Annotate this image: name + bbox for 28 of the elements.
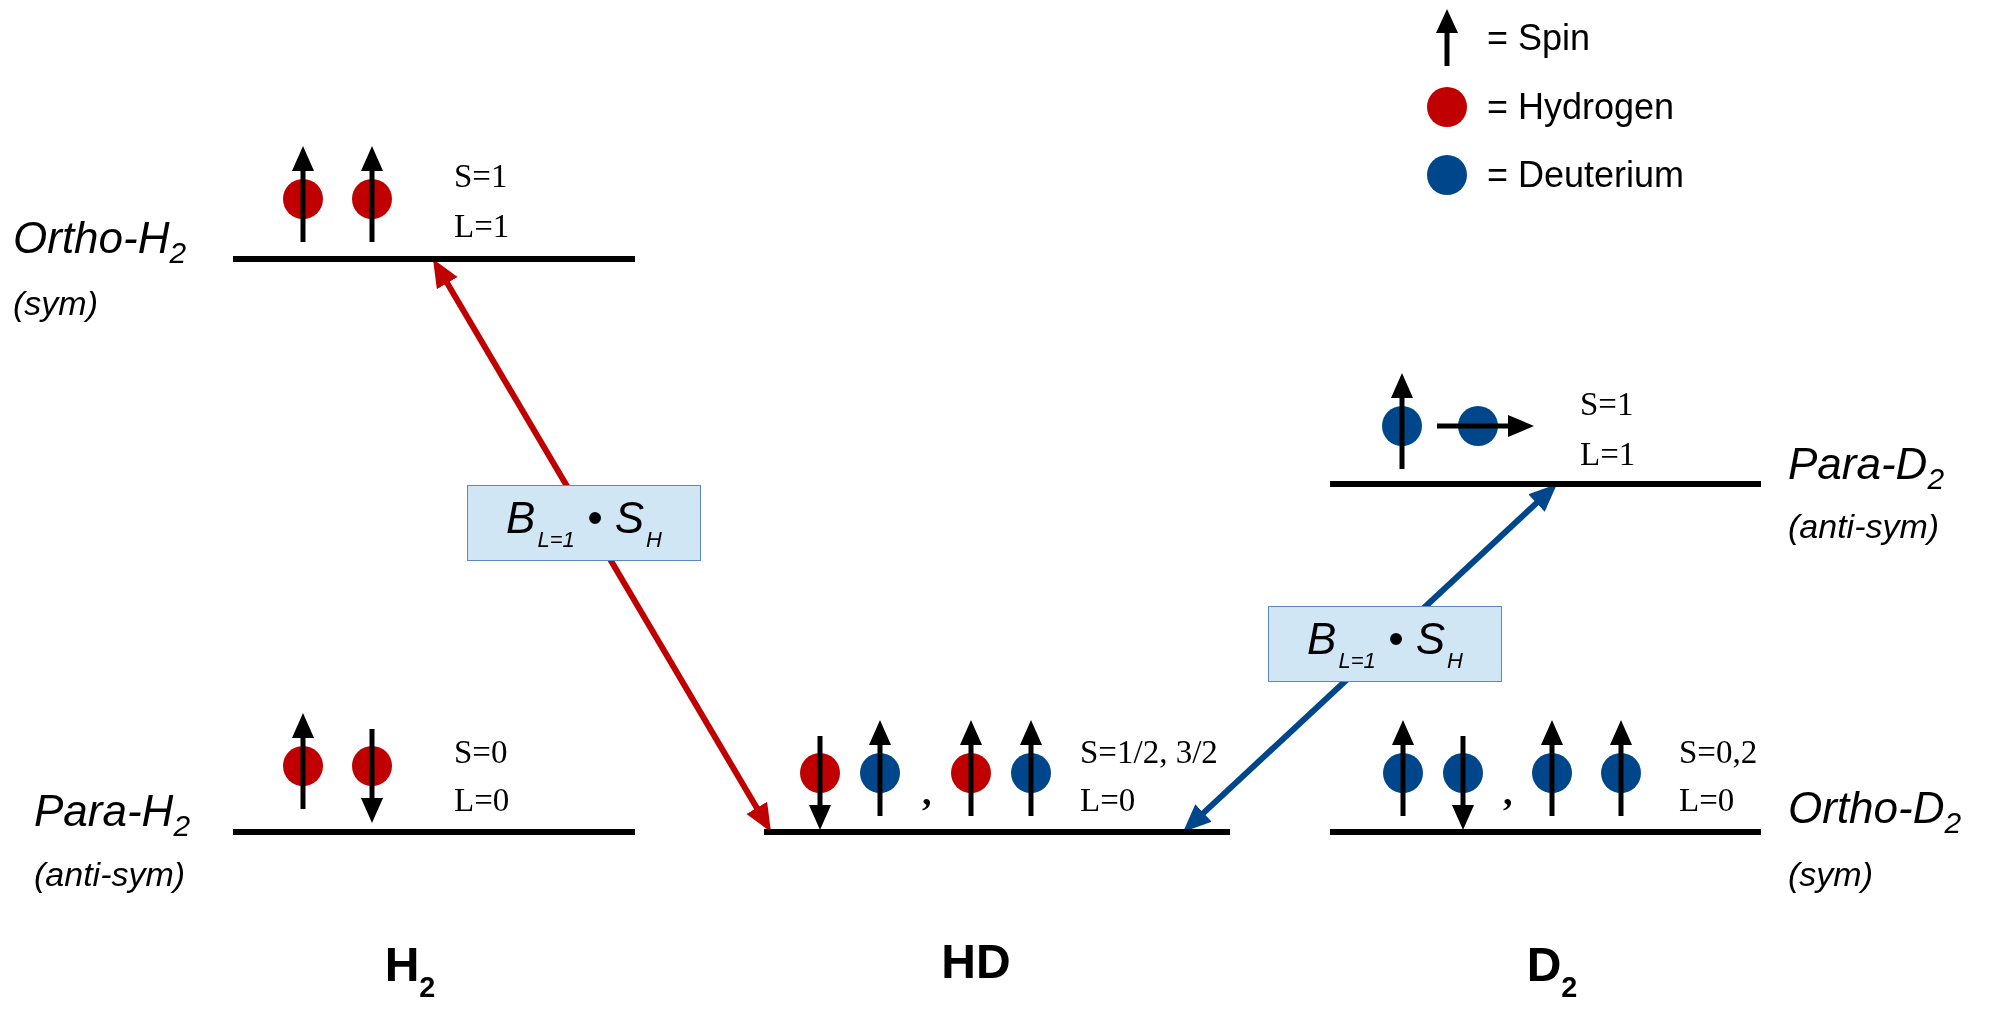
edge-label: B$_{L=1}$ • S$_{H}$ [467, 485, 701, 561]
edge-label: B$_{L=1}$ • S$_{H}$ [1268, 606, 1502, 682]
quantum-number-label: L=0 [454, 783, 510, 817]
legend-label: = Deuterium [1487, 157, 1685, 193]
molecule-label: D$_{2}$ [1526, 940, 1578, 1002]
legend-label: = Hydrogen [1487, 89, 1675, 125]
quantum-number-label: S=0 [454, 735, 508, 769]
symmetry-label: (sym) [1788, 857, 1873, 891]
state-name: Para-H$_{2}$ [34, 788, 190, 842]
quantum-number-label: S=0,2 [1679, 735, 1758, 769]
symmetry-label: (sym) [13, 286, 98, 320]
quantum-number-label: L=0 [1080, 783, 1136, 817]
quantum-number-label: L=1 [1580, 437, 1636, 471]
legend-label: = Spin [1487, 20, 1591, 56]
molecule-label: HD [941, 938, 1011, 986]
quantum-number-label: S=1/2, 3/2 [1080, 735, 1218, 769]
quantum-number-label: S=1 [454, 159, 508, 193]
quantum-number-label: S=1 [1580, 387, 1634, 421]
state-name: Ortho-D$_{2}$ [1788, 785, 1962, 839]
state-name: Ortho-H$_{2}$ [13, 215, 187, 269]
symmetry-label: (anti-sym) [34, 857, 186, 891]
quantum-number-label: L=1 [454, 209, 510, 243]
symmetry-label: (anti-sym) [1788, 509, 1940, 543]
comma-separator: , [922, 773, 932, 811]
comma-separator: , [1503, 773, 1513, 811]
molecule-label: H$_{2}$ [384, 940, 436, 1002]
state-name: Para-D$_{2}$ [1788, 441, 1944, 495]
quantum-number-label: L=0 [1679, 783, 1735, 817]
